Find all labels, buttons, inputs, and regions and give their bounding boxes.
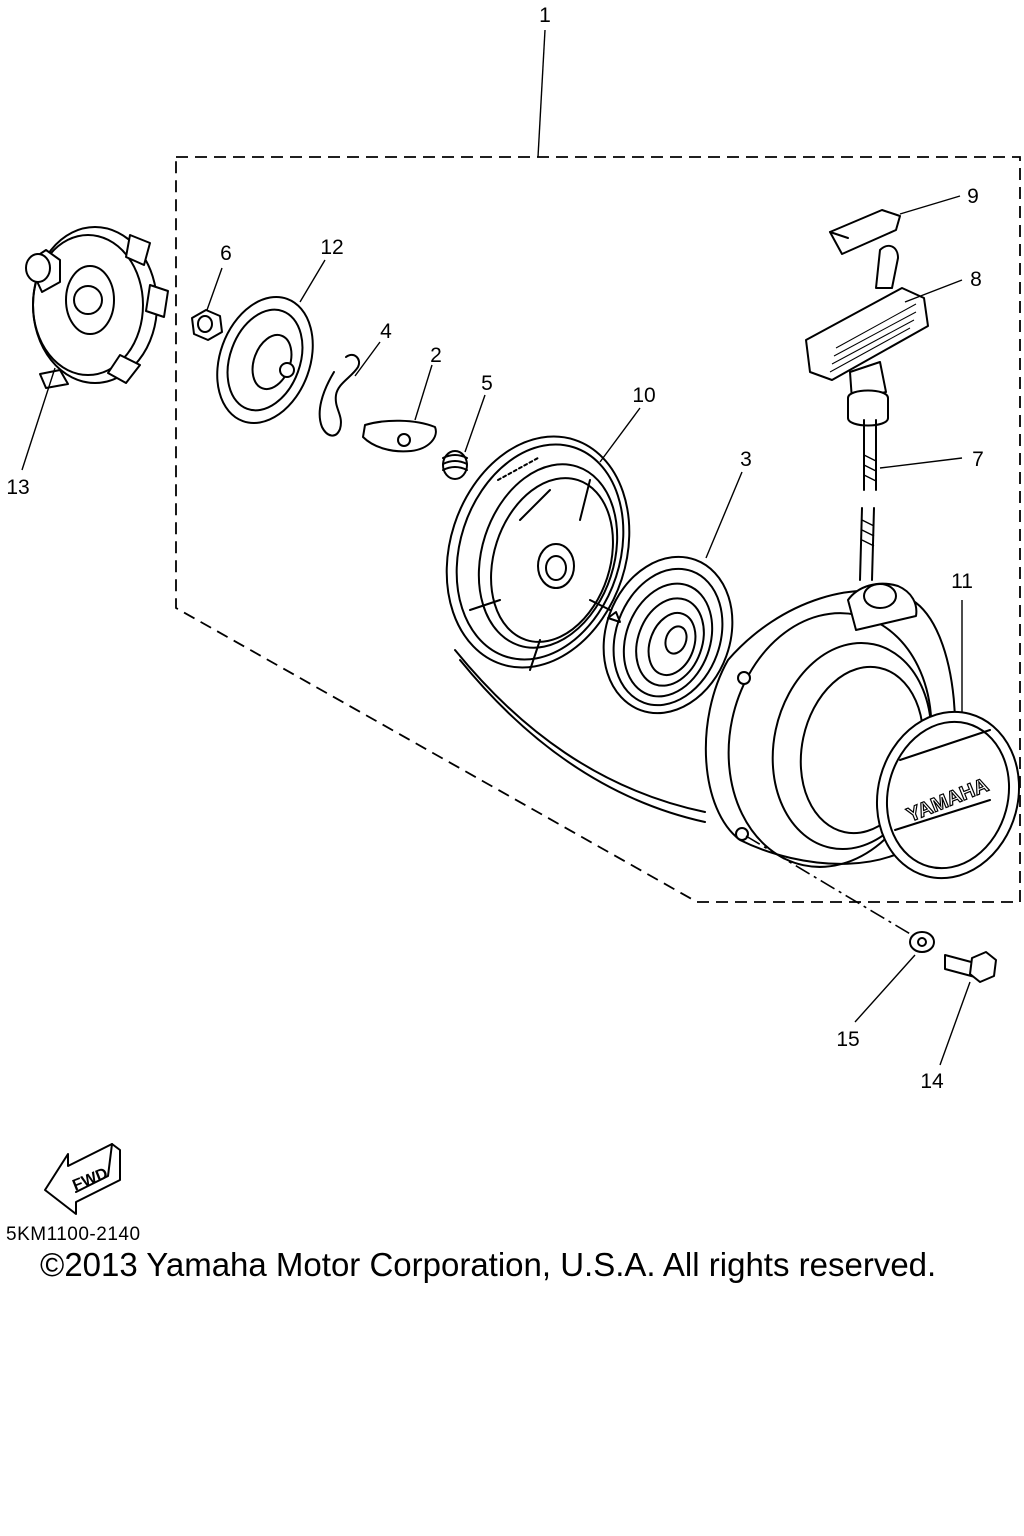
callout-13: 13 <box>6 476 29 499</box>
leader-15 <box>854 954 916 1023</box>
leader-3 <box>705 471 743 559</box>
leader-8 <box>904 279 963 303</box>
leader-14 <box>939 981 971 1066</box>
leader-9 <box>899 195 961 215</box>
rope-loop <box>454 649 706 823</box>
callout-6: 6 <box>220 242 232 265</box>
copyright-notice: ©2013 Yamaha Motor Corporation, U.S.A. A… <box>40 1246 937 1283</box>
leader-13 <box>21 367 56 471</box>
washer-15 <box>909 931 935 953</box>
leader-7 <box>879 457 963 469</box>
diagram-code: 5KM1100-2140 <box>6 1224 141 1245</box>
callout-4: 4 <box>380 320 392 343</box>
leader-10 <box>599 407 641 463</box>
assembly-boundary <box>175 156 1021 903</box>
leader-2 <box>414 364 433 421</box>
callout-5: 5 <box>481 372 493 395</box>
callout-14: 14 <box>920 1070 944 1093</box>
callout-11: 11 <box>951 570 973 593</box>
spring-5 <box>442 450 468 480</box>
fwd-arrow-icon: FWD <box>44 1143 121 1215</box>
drive-pulley-13 <box>25 226 169 389</box>
plate-12 <box>216 296 314 424</box>
callout-3: 3 <box>740 448 752 471</box>
leader-1 <box>537 29 546 158</box>
nut-6 <box>191 309 223 341</box>
callout-9: 9 <box>967 185 979 208</box>
callout-7: 7 <box>972 448 984 471</box>
callout-2: 2 <box>430 344 442 367</box>
leader-4 <box>354 341 381 377</box>
cover-plate-11: YAMAHA <box>875 710 1021 880</box>
spiral-spring-3 <box>602 555 734 715</box>
pawl-2 <box>362 419 437 453</box>
leader-12 <box>299 259 326 303</box>
callout-8: 8 <box>970 268 982 291</box>
leader-6 <box>206 267 223 311</box>
callout-12: 12 <box>320 236 343 259</box>
reel-10 <box>445 435 631 671</box>
alignment-axis <box>745 835 913 936</box>
rope-7 <box>859 419 877 581</box>
bolt-14 <box>944 951 997 983</box>
callout-10: 10 <box>632 384 655 407</box>
clip-4 <box>318 353 360 437</box>
starter-handle-8 <box>805 244 929 427</box>
callout-1: 1 <box>539 4 551 27</box>
leader-5 <box>464 394 486 453</box>
handle-cap-9 <box>829 209 901 255</box>
callout-15: 15 <box>836 1028 859 1051</box>
